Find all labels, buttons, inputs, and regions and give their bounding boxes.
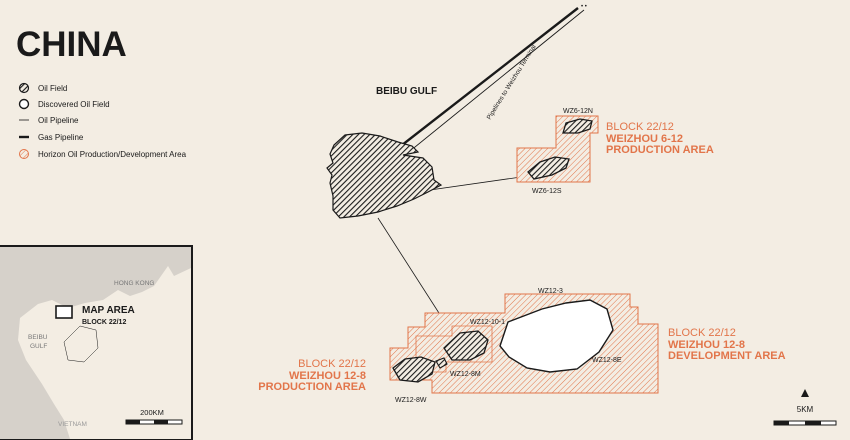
inset-gulf-label: GULF (30, 343, 47, 350)
area2-name-line2: DEVELOPMENT AREA (668, 350, 786, 362)
area2-block-label: BLOCK 22/12 (668, 327, 736, 339)
oil-field-icon (18, 82, 30, 94)
discovered-oil-field-icon (18, 98, 30, 110)
inset-vietnam-label: VIETNAM (58, 421, 87, 428)
main-scale-label: 5KM (797, 405, 814, 414)
main-scale-bar (773, 389, 837, 426)
wz12-8w-field (392, 356, 436, 383)
wz12-8m-label: WZ12-8M (450, 371, 481, 378)
area3-name-line2: PRODUCTION AREA (258, 381, 366, 393)
legend: Oil Field Discovered Oil Field Oil Pipel… (18, 82, 187, 159)
inset-map-area-label: MAP AREA (82, 305, 135, 316)
weizhou-island (326, 132, 443, 219)
wz12-8w-label: WZ12-8W (395, 397, 427, 404)
wz12-10-1-label: WZ12-10-1 (470, 319, 505, 326)
inset-scale-bar (125, 419, 183, 425)
wz12-8m-field (435, 357, 448, 369)
svg-text:• •: • • (581, 4, 587, 10)
wz6-12s-field (527, 156, 570, 180)
north-arrow-icon (801, 389, 809, 397)
legend-label-oil-field: Oil Field (38, 84, 67, 93)
area3-name-line1: WEIZHOU 12-8 (289, 370, 366, 382)
pipeline-label: Pipelines to Weizhou Terminal (486, 43, 538, 121)
inset-beibu-label: BEIBU (28, 334, 48, 341)
wz6-12n-label: WZ6-12N (563, 108, 593, 115)
inset-map (0, 245, 193, 440)
inset-block-label: BLOCK 22/12 (82, 319, 126, 326)
wz12-3-label: WZ12-3 (538, 288, 563, 295)
wz12-10-1-field (443, 330, 489, 361)
wz12-3-field (499, 299, 614, 373)
wz6-12n-field (562, 118, 593, 134)
map-area-marker (55, 305, 73, 319)
inset-scale-label: 200KM (140, 408, 164, 417)
horizon-area-icon (19, 149, 29, 159)
wz6-12s-label: WZ6-12S (532, 188, 562, 195)
area1-name-line2: PRODUCTION AREA (606, 144, 714, 156)
inset-hong-kong-label: HONG KONG (114, 280, 154, 287)
legend-label-horizon-area: Horizon Oil Production/Development Area (38, 150, 187, 159)
wz12-8e-label: WZ12-8E (592, 357, 622, 364)
beibu-gulf-label: BEIBU GULF (376, 86, 437, 97)
area1-name-line1: WEIZHOU 6-12 (606, 133, 683, 145)
legend-label-oil-pipeline: Oil Pipeline (38, 116, 79, 125)
map-title: CHINA (16, 25, 127, 64)
legend-label-gas-pipeline: Gas Pipeline (38, 133, 84, 142)
area1-block-label: BLOCK 22/12 (606, 121, 674, 133)
area2-name-line1: WEIZHOU 12-8 (668, 339, 745, 351)
legend-label-discovered-oil-field: Discovered Oil Field (38, 100, 110, 109)
area3-block-label: BLOCK 22/12 (298, 358, 366, 370)
